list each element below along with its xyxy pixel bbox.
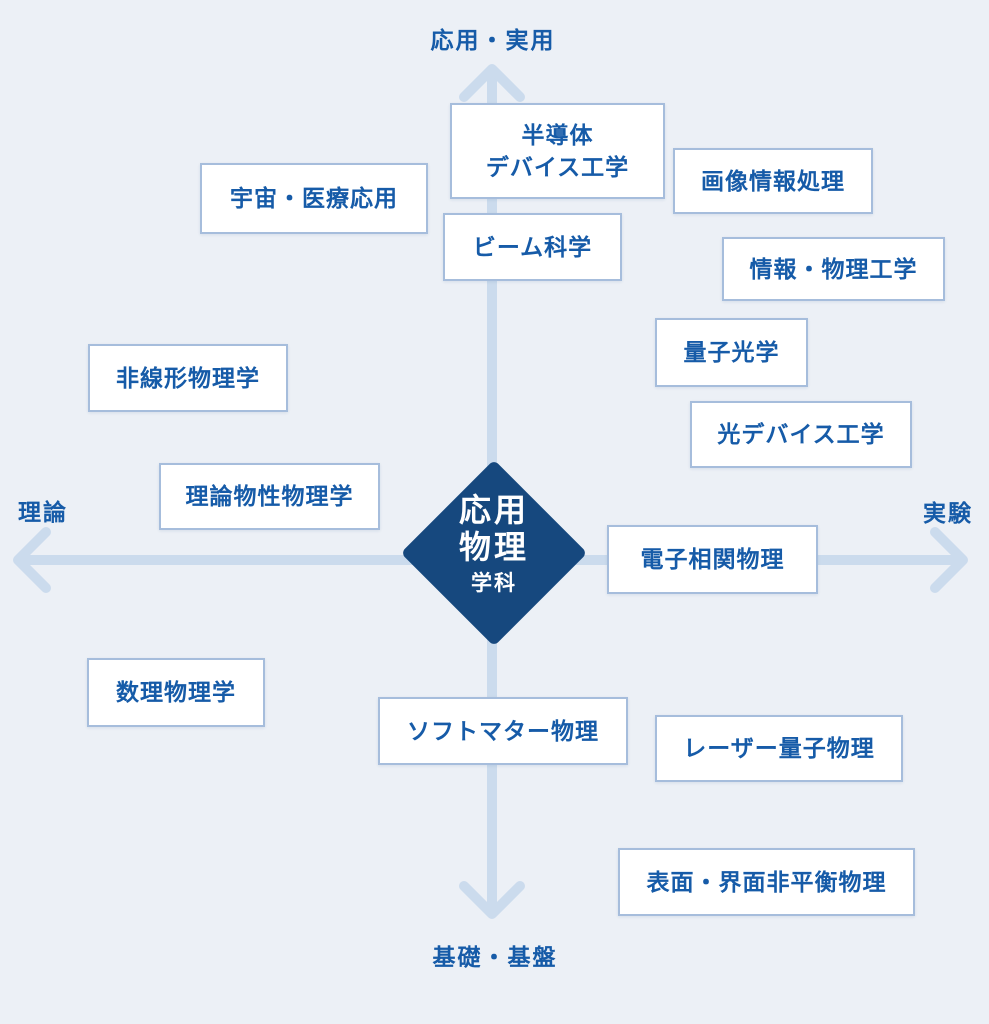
arrow-up-icon [459, 64, 525, 102]
axis-label-experiment: 実験 [923, 500, 973, 526]
field-information-physical-engineering: 情報・物理工学 [722, 237, 945, 301]
field-space-medical-applications: 宇宙・医療応用 [200, 163, 428, 234]
arrow-right-icon [930, 527, 968, 593]
axis-label-applied: 応用・実用 [430, 27, 556, 53]
field-mathematical-physics: 数理物理学 [87, 658, 265, 727]
field-beam-science: ビーム科学 [443, 213, 622, 281]
field-optical-device-engineering: 光デバイス工学 [690, 401, 912, 468]
field-theoretical-condensed-matter-physics: 理論物性物理学 [159, 463, 380, 530]
field-image-information-processing: 画像情報処理 [673, 148, 873, 214]
field-quantum-optics: 量子光学 [655, 318, 808, 387]
arrow-left-icon [13, 527, 51, 593]
axis-label-theory: 理論 [18, 499, 68, 525]
field-nonlinear-physics: 非線形物理学 [88, 344, 288, 412]
field-laser-quantum-physics: レーザー量子物理 [655, 715, 903, 782]
arrow-down-icon [459, 881, 525, 919]
center-department-name: 応用 物理 学科 [414, 492, 574, 599]
department-name-line3: 学科 [471, 572, 517, 595]
department-name-line2: 物理 [458, 529, 529, 565]
field-electron-correlation-physics: 電子相関物理 [607, 525, 818, 594]
axis-label-fundamental: 基礎・基盤 [432, 944, 558, 970]
field-soft-matter-physics: ソフトマター物理 [378, 697, 628, 765]
field-surface-interface-nonequilibrium-physics: 表面・界面非平衡物理 [618, 848, 915, 916]
department-name-line1: 応用 [458, 492, 529, 528]
field-semiconductor-device-engineering: 半導体 デバイス工学 [450, 103, 665, 199]
